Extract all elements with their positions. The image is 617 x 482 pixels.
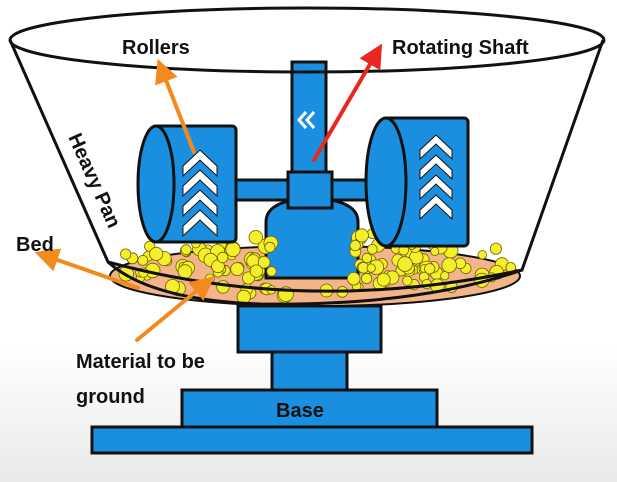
material-ball xyxy=(180,244,192,256)
chevron-left-icon xyxy=(297,111,316,129)
material-ball xyxy=(225,241,241,258)
material-ball xyxy=(360,272,373,285)
material-ball xyxy=(120,248,132,260)
material-ball xyxy=(249,264,263,278)
label-rotating-shaft: Rotating Shaft xyxy=(392,37,529,59)
material-arrow xyxy=(135,276,215,342)
material-ball xyxy=(477,250,488,260)
chevron-up-icon xyxy=(419,134,453,221)
base-neck xyxy=(270,350,349,392)
material-ball xyxy=(402,275,413,286)
right-roller xyxy=(364,116,470,248)
material-ball xyxy=(430,246,440,256)
material-ball xyxy=(248,230,264,245)
material-ball xyxy=(266,266,277,277)
label-material-line1: Material to be xyxy=(76,351,205,373)
label-rollers: Rollers xyxy=(122,37,190,59)
material-ball xyxy=(177,264,193,279)
bed-arrow xyxy=(34,248,140,290)
material-ball xyxy=(361,252,373,264)
material-ball xyxy=(354,228,369,243)
material-ball xyxy=(149,246,164,261)
material-ball xyxy=(347,272,361,286)
material-ball xyxy=(366,263,376,273)
base-stand xyxy=(90,304,534,455)
pan-wall xyxy=(8,39,605,293)
material-ball xyxy=(257,255,271,269)
material-ball xyxy=(441,257,457,273)
label-material-line2: ground xyxy=(76,386,145,408)
material-ball xyxy=(366,244,378,255)
pan-bottom xyxy=(106,260,523,306)
right-roller-face xyxy=(364,116,408,248)
chevron-up-icon xyxy=(182,149,218,238)
rotating-shaft xyxy=(290,60,328,190)
rollers-arrow xyxy=(155,58,196,154)
material-ball xyxy=(137,254,149,266)
material-ball xyxy=(216,280,230,294)
material-ball xyxy=(424,263,436,275)
left-roller-face xyxy=(136,124,176,244)
label-arrows xyxy=(34,43,383,342)
material-ball xyxy=(216,251,229,264)
shaft-collar xyxy=(286,170,334,210)
base-upper-plate xyxy=(236,304,383,354)
rotating-shaft-arrow xyxy=(312,43,383,162)
base-bottom-plate xyxy=(90,425,534,455)
material-ball xyxy=(230,262,245,277)
label-bed: Bed xyxy=(16,234,54,256)
heavy-pan xyxy=(8,6,606,306)
center-hub xyxy=(264,196,360,280)
material-ball xyxy=(376,272,391,287)
material-ball xyxy=(349,240,361,252)
left-roller xyxy=(136,124,238,244)
material-ball xyxy=(264,241,276,253)
material-ball xyxy=(489,242,502,255)
material-ball xyxy=(397,256,413,272)
label-base: Base xyxy=(276,400,324,422)
